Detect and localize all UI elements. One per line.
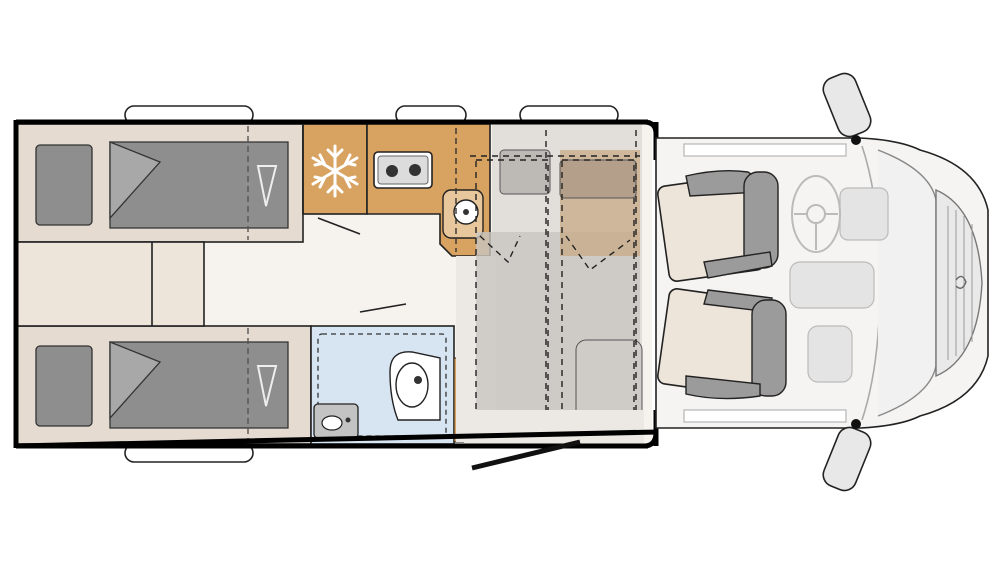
partition-line-2: [359, 303, 407, 313]
mirror-icon: [822, 419, 872, 492]
pillow-upper: [35, 144, 93, 226]
seat-back-left: [499, 149, 551, 195]
seat-back-right: [559, 159, 637, 199]
windshield: [877, 149, 937, 417]
cab-side-panel-top: [683, 143, 847, 157]
driver-seat-icon: [657, 169, 779, 282]
sink-icon: [442, 189, 484, 239]
passenger-seat-icon: [657, 288, 787, 400]
center-console: [807, 325, 853, 383]
blanket-fold-upper: [109, 141, 162, 220]
passenger-footwell: [789, 261, 875, 309]
mirror-icon: [822, 72, 872, 145]
bed-chevron-lower: [256, 365, 278, 407]
bathroom-area: [310, 325, 465, 445]
partition-line-1: [317, 217, 361, 235]
washbasin-icon: [313, 403, 359, 439]
entrance-door[interactable]: [471, 439, 581, 471]
cab-area: [655, 72, 989, 492]
living-area: [456, 124, 644, 444]
kitchen-area: [302, 123, 491, 257]
snowflake-icon: [311, 144, 359, 198]
bed-chevron-upper: [256, 165, 278, 207]
brand-logo: [955, 275, 967, 289]
cab-side-panel-bottom: [683, 409, 847, 423]
entrance-wall: [464, 410, 644, 444]
pillow-lower: [35, 345, 93, 427]
blanket-fold-lower: [109, 341, 162, 420]
grill: [947, 206, 973, 360]
bed-middle-extension: [15, 241, 205, 327]
shower-tray: [317, 333, 447, 437]
toilet-icon: [389, 351, 441, 421]
dash-panel: [839, 187, 889, 241]
hob-icon: [373, 151, 433, 189]
steering-wheel-icon: [791, 175, 841, 253]
